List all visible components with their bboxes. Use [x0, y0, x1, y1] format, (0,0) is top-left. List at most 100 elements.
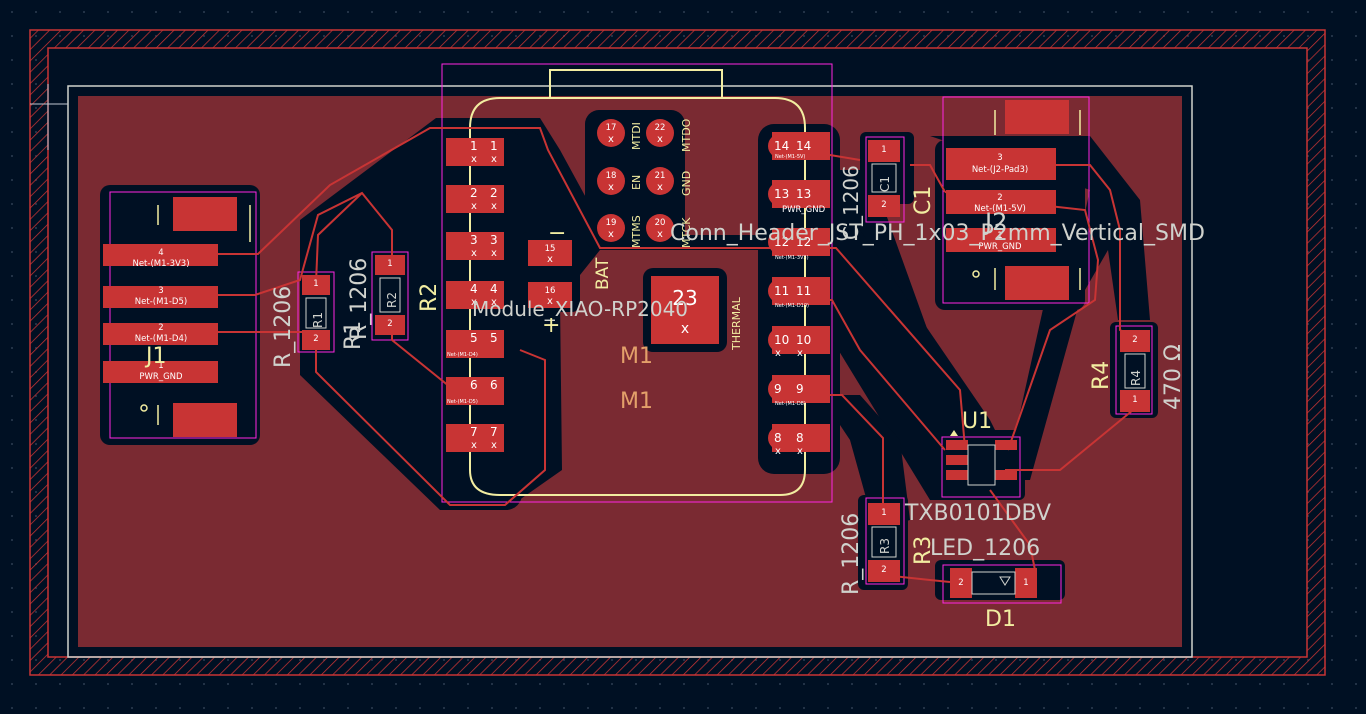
svg-text:3: 3	[158, 286, 163, 296]
courtyards	[109, 63, 1153, 604]
svg-text:R_1206: R_1206	[839, 513, 864, 595]
svg-text:x: x	[608, 182, 614, 193]
svg-text:x: x	[608, 229, 614, 240]
svg-text:1: 1	[997, 231, 1002, 241]
resistor-r3[interactable]: 1 2 R3 R_1206 R3	[839, 503, 936, 595]
svg-text:x: x	[775, 348, 781, 359]
svg-text:470 Ω: 470 Ω	[1161, 344, 1186, 410]
ic-u1[interactable]: U1 TXB0101DBV	[904, 409, 1051, 526]
module-top-pads[interactable]: 17 22 18 21 19 20 x x x x x x MTDI MTDO …	[597, 118, 693, 248]
svg-text:R1: R1	[341, 321, 366, 350]
svg-text:x: x	[547, 254, 553, 265]
svg-text:x: x	[681, 321, 689, 337]
svg-text:Net-(M1-D8): Net-(M1-D8)	[775, 401, 806, 407]
svg-text:Net-(M1-5V): Net-(M1-5V)	[974, 204, 1026, 214]
svg-text:11: 11	[774, 284, 789, 298]
svg-text:x: x	[491, 297, 497, 308]
svg-text:1: 1	[387, 259, 392, 269]
svg-text:2: 2	[881, 565, 886, 575]
module-ref-fab: M1	[620, 344, 653, 369]
svg-text:x: x	[491, 248, 497, 259]
svg-text:4: 4	[158, 248, 163, 258]
j2-connector[interactable]: 3 Net-(J2-Pad3) 2 Net-(M1-5V) 1 PWR_GND	[946, 100, 1081, 300]
svg-text:1: 1	[1132, 395, 1137, 405]
svg-text:6: 6	[490, 378, 498, 392]
thermal-label: THERMAL	[730, 296, 743, 351]
svg-text:16: 16	[545, 286, 556, 296]
svg-text:Net-(M1-D4): Net-(M1-D4)	[447, 352, 478, 358]
svg-text:1: 1	[313, 279, 318, 289]
svg-text:MTDO: MTDO	[680, 118, 693, 152]
svg-text:x: x	[775, 446, 781, 457]
svg-text:2: 2	[1132, 335, 1137, 345]
svg-text:7: 7	[490, 425, 498, 439]
svg-text:x: x	[471, 297, 477, 308]
svg-text:x: x	[657, 134, 663, 145]
svg-text:MTCK: MTCK	[680, 217, 693, 248]
svg-text:13: 13	[774, 187, 789, 201]
svg-text:22: 22	[655, 123, 666, 133]
svg-text:5: 5	[470, 331, 478, 345]
module-left-pins[interactable]: 1 1 x x 2 2 x x 3 3 x x 4 4 x x 5 5 Net-…	[446, 138, 504, 452]
svg-text:R2: R2	[385, 292, 399, 308]
j1-ref-silk: J1	[144, 344, 167, 369]
svg-text:4: 4	[470, 282, 478, 296]
svg-text:2: 2	[958, 578, 963, 588]
led-d1[interactable]: 2 1 LED_1206 D1	[930, 536, 1040, 632]
svg-text:x: x	[471, 440, 477, 451]
svg-text:LED_1206: LED_1206	[930, 536, 1040, 561]
svg-text:R2: R2	[417, 283, 442, 312]
svg-text:Net-(M1-5V): Net-(M1-5V)	[775, 154, 805, 160]
svg-text:21: 21	[655, 171, 666, 181]
j2-ref-fab: J2	[983, 208, 1007, 236]
j2-mount-pad-top	[1005, 100, 1069, 134]
svg-text:MTDI: MTDI	[630, 122, 643, 150]
svg-text:x: x	[797, 446, 803, 457]
svg-text:D1: D1	[985, 607, 1016, 632]
svg-text:2: 2	[470, 186, 478, 200]
j1-mount-pad-top	[173, 197, 237, 231]
svg-text:x: x	[471, 201, 477, 212]
svg-text:14: 14	[774, 139, 789, 153]
resistor-r4[interactable]: 2 1 R4 R4 470 Ω	[1089, 330, 1186, 412]
module-ref-silk: M1	[620, 389, 653, 414]
j2-pin1-marker	[972, 270, 980, 278]
resistor-r1[interactable]: 1 2 R1 R_1206 R1	[271, 275, 366, 368]
svg-text:Net-(M1-3V3): Net-(M1-3V3)	[775, 255, 809, 261]
svg-text:3: 3	[470, 233, 478, 247]
svg-text:12: 12	[774, 235, 789, 249]
svg-text:14: 14	[796, 139, 811, 153]
j1-connector[interactable]: 4 Net-(M1-3V3) 3 Net-(M1-D5) 2 Net-(M1-D…	[103, 197, 251, 437]
svg-text:23: 23	[672, 286, 697, 310]
board-edge	[67, 85, 1193, 658]
svg-text:6: 6	[470, 378, 478, 392]
svg-text:1: 1	[1023, 578, 1028, 588]
svg-text:x: x	[547, 296, 553, 307]
cursor-crosshair	[30, 84, 68, 150]
j2-pad-1	[946, 228, 1056, 252]
svg-text:x: x	[491, 440, 497, 451]
svg-text:1: 1	[470, 139, 478, 153]
svg-text:3: 3	[997, 153, 1002, 163]
j2-mount-pad-bottom	[1005, 266, 1069, 300]
svg-text:x: x	[491, 154, 497, 165]
j1-pad-4	[103, 244, 218, 266]
svg-text:19: 19	[606, 218, 617, 228]
svg-text:PWR_GND: PWR_GND	[782, 205, 826, 215]
svg-text:1: 1	[881, 145, 886, 155]
svg-text:17: 17	[606, 123, 617, 133]
bat-label: BAT	[593, 257, 613, 290]
svg-text:5: 5	[490, 331, 498, 345]
resistor-r2[interactable]: 1 2 R2 R_1206 R2	[347, 255, 442, 340]
module-center-pads[interactable]: 15 x 16 x 23 x	[528, 240, 719, 344]
svg-text:1: 1	[881, 508, 886, 518]
svg-text:R_1206: R_1206	[271, 286, 296, 368]
svg-text:MTMS: MTMS	[630, 215, 643, 248]
capacitor-c1[interactable]: 1 2 C1 C_1206 C1	[839, 140, 936, 240]
svg-text:x: x	[608, 134, 614, 145]
svg-text:18: 18	[606, 171, 617, 181]
svg-text:8: 8	[774, 431, 782, 445]
svg-text:10: 10	[796, 333, 811, 347]
module-right-pins[interactable]: 14 14 Net-(M1-5V) 13 13 PWR_GND 12 12 Ne…	[768, 132, 830, 457]
